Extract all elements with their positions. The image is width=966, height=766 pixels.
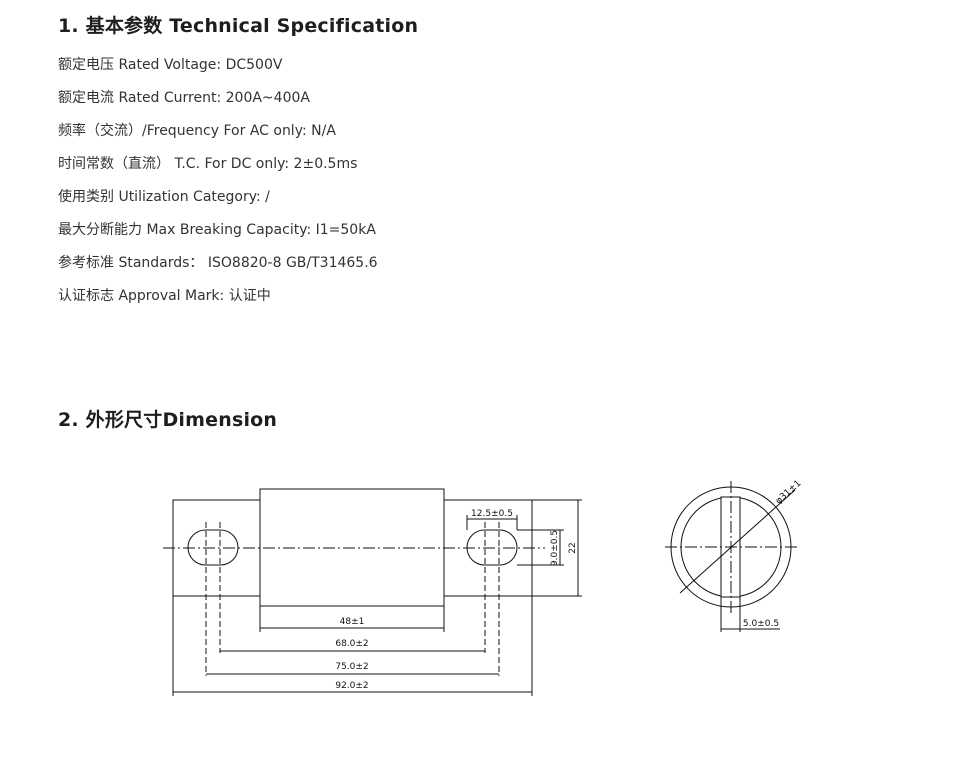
label-slot-height: 9.0±0.5	[550, 530, 560, 566]
label-slot-width: 12.5±0.5	[471, 509, 513, 519]
dimension-drawing: 48±1 68.0±2 75.0±2 92.0±2 12.5±0.5 9.0±0…	[163, 479, 803, 696]
label-slot-outer-distance: 75.0±2	[335, 662, 368, 672]
specification-list: 额定电压 Rated Voltage: DC500V 额定电流 Rated Cu…	[58, 55, 378, 319]
spec-utilization-category: 使用类别 Utilization Category: /	[58, 189, 270, 205]
section-title-technical-specification: 1. 基本参数 Technical Specification	[58, 15, 419, 37]
label-hole-center-distance: 68.0±2	[335, 639, 368, 649]
label-blade-thickness: 5.0±0.5	[743, 619, 779, 629]
spec-frequency: 频率（交流）/Frequency For AC only: N/A	[58, 123, 336, 139]
spec-rated-voltage: 额定电压 Rated Voltage: DC500V	[58, 57, 283, 73]
label-total-length: 92.0±2	[335, 681, 368, 691]
spec-rated-current: 额定电流 Rated Current: 200A~400A	[58, 90, 310, 106]
label-plate-height: 22	[568, 542, 578, 553]
spec-time-constant: 时间常数（直流） T.C. For DC only: 2±0.5ms	[58, 156, 358, 172]
end-view	[665, 481, 797, 632]
spec-breaking-capacity: 最大分断能力 Max Breaking Capacity: I1=50kA	[58, 222, 376, 238]
spec-standards: 参考标准 Standards： ISO8820-8 GB/T31465.6	[58, 255, 378, 271]
dim-line-diameter	[679, 489, 796, 594]
label-diameter: φ31±1	[774, 479, 803, 507]
section-title-dimension: 2. 外形尺寸Dimension	[58, 409, 278, 431]
side-view	[163, 488, 582, 696]
label-body-length: 48±1	[340, 617, 365, 627]
spec-approval-mark: 认证标志 Approval Mark: 认证中	[58, 288, 271, 304]
side-view-labels: 48±1 68.0±2 75.0±2 92.0±2 12.5±0.5 9.0±0…	[335, 509, 578, 691]
